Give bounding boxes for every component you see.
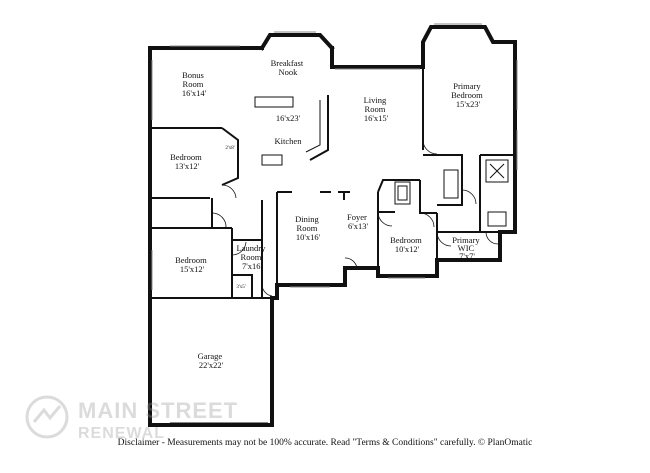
room-labels: Breakfast Nook Bonus Room 16'x14' 16'x23… — [170, 58, 485, 370]
kitchen-label: Kitchen — [275, 136, 303, 146]
bedroom-2-label: Bedroom 15'x12' — [175, 255, 209, 274]
bonus-room-dims: 16'x14' — [182, 88, 207, 98]
foyer-label: Foyer 6'x13' — [347, 212, 369, 231]
garage-dims: 22'x22' — [199, 360, 224, 370]
bedroom-1-dims: 13'x12' — [175, 161, 200, 171]
interior-walls — [149, 67, 515, 302]
bedroom-2-dims: 15'x12' — [180, 264, 205, 274]
kitchen-dims: 16'x23' — [276, 113, 301, 123]
laundry-room-dims: 7'x16' — [242, 261, 263, 271]
closet-2x8-label: 2'x8' — [225, 146, 234, 151]
bedroom-1-label: Bedroom 13'x12' — [170, 152, 204, 171]
garage-label: Garage 22'x22' — [198, 351, 225, 370]
primary-bedroom-label: Primary Bedroom 15'x23' — [451, 81, 485, 109]
laundry-room-label: Laundry Room 7'x16' — [237, 243, 268, 271]
bedroom-3-label: Bedroom 10'x12' — [390, 235, 424, 254]
doors — [170, 139, 499, 424]
watermark-logo-mark — [32, 405, 62, 423]
watermark-line-1: MAIN STREET — [78, 398, 238, 423]
windows — [151, 23, 518, 290]
breakfast-nook-label: Breakfast Nook — [271, 58, 306, 77]
watermark-line-2: RENEWAL — [78, 425, 165, 442]
living-room-label: Living Room 16'x15' — [364, 95, 389, 123]
living-room-dims: 16'x15' — [364, 113, 389, 123]
foyer-dims: 6'x13' — [348, 221, 369, 231]
dining-room-dims: 10'x16' — [296, 232, 321, 242]
closet-3x5-label: 3'x5' — [236, 285, 245, 290]
dining-room-label: Dining Room 10'x16' — [295, 214, 321, 242]
bedroom-3-dims: 10'x12' — [395, 244, 420, 254]
breakfast-nook-name-2: Nook — [279, 67, 299, 77]
bonus-room-label: Bonus Room 16'x14' — [182, 70, 207, 98]
main-street-renewal-watermark: MAIN STREET RENEWAL — [25, 395, 238, 442]
breakfast-nook-name-1: Breakfast — [271, 58, 304, 68]
primary-wic-dims: 7'x7' — [459, 251, 475, 261]
primary-bedroom-dims: 15'x23' — [456, 99, 481, 109]
watermark-logo-icon — [25, 395, 69, 439]
primary-wic-label: Primary WIC 7'x7' — [452, 235, 482, 261]
disclaimer-text: Disclaimer - Measurements may not be 100… — [117, 438, 533, 448]
